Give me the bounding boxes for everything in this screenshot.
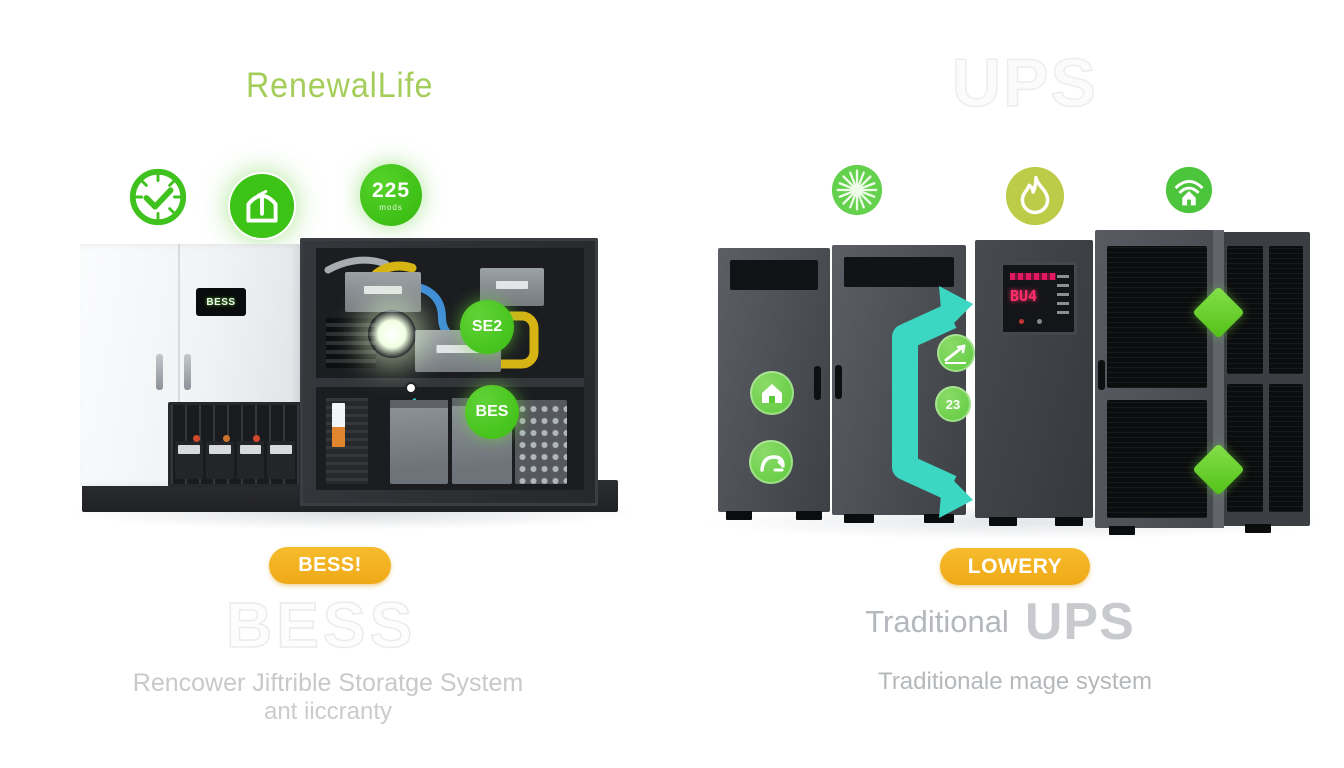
cabinet-door-split <box>178 244 180 486</box>
cabinet-foot <box>1109 526 1135 535</box>
heatsink <box>326 318 376 368</box>
mesh-panel <box>1269 384 1303 512</box>
cabinet-foot <box>924 514 954 523</box>
trend-line-icon <box>937 334 975 372</box>
flame-icon <box>1005 166 1065 226</box>
door-handle <box>184 354 191 390</box>
battery-rack <box>168 402 302 487</box>
left-caption-line2: ant iiccranty <box>263 698 393 725</box>
cabinet-foot <box>844 514 874 523</box>
rack-front-face <box>1095 230 1219 528</box>
traditional-label: Traditional <box>865 604 1009 639</box>
charger-hand-icon <box>749 440 793 484</box>
label-sticker <box>332 403 345 447</box>
ups-machine-illustration: 23 BU4 <box>713 226 1321 538</box>
brand-title: RenewalLife <box>246 66 434 105</box>
mesh-panel <box>1227 384 1263 512</box>
left-caption-line1: Rencower Jiftrible Storatge System <box>132 669 524 697</box>
cabinet-foot <box>1055 517 1083 526</box>
indicator-led <box>1037 319 1042 324</box>
panel-buttons <box>1057 275 1069 315</box>
inverter-box <box>480 268 544 306</box>
ups-watermark-top: UPS <box>951 44 1098 122</box>
bess-watermark: BESS <box>225 588 417 662</box>
ups-cabinet-3: BU4 <box>975 240 1093 526</box>
glow-orb <box>368 310 416 358</box>
battery-terminal <box>193 435 200 442</box>
mesh-panel <box>1269 246 1303 374</box>
house-signal-icon <box>1165 166 1213 214</box>
cabinet-foot <box>1245 524 1271 533</box>
door-handle <box>1098 360 1105 390</box>
top-vent <box>730 260 818 290</box>
right-caption: Traditionale mage system <box>878 668 1152 695</box>
tower-unit <box>390 400 448 484</box>
led-strip <box>1010 273 1056 280</box>
battery-terminal <box>223 435 230 442</box>
bess-display-screen: BESS <box>196 288 246 316</box>
door-handle <box>814 366 821 400</box>
indicator-led <box>1019 319 1024 324</box>
battery-module <box>205 441 234 479</box>
ups-cabinet-1 <box>718 248 830 520</box>
top-vent <box>844 257 954 287</box>
cabinet-foot <box>796 511 822 520</box>
right-title-row: Traditional UPS <box>780 590 1220 654</box>
house-badge-icon <box>750 371 794 415</box>
bess-open-cabinet: SE2 BES <box>300 238 598 506</box>
rack-side-face <box>1219 232 1310 526</box>
house-energy-icon <box>228 172 296 240</box>
capacitor-bank <box>515 400 567 484</box>
mesh-panel <box>1107 400 1207 518</box>
door-handle <box>835 365 842 399</box>
cabinet-foot <box>726 511 752 520</box>
stat-subtext: mods <box>379 202 403 212</box>
battery-row <box>175 441 295 479</box>
door-handle <box>156 354 163 390</box>
lowery-pill-badge: LOWERY <box>940 548 1090 585</box>
se2-badge: SE2 <box>460 300 514 354</box>
bess-pill-badge: BESS! <box>269 547 391 584</box>
inverter-box <box>345 272 421 312</box>
digital-readout: BU4 <box>1010 287 1038 305</box>
clock-check-icon <box>129 168 187 226</box>
server-rack-cabinet <box>1095 230 1310 535</box>
stat-value: 225 <box>371 178 411 202</box>
cabinet-foot <box>989 517 1017 526</box>
mesh-panel <box>1107 246 1207 388</box>
control-panel: BU4 <box>1000 262 1077 335</box>
battery-terminal <box>253 435 260 442</box>
cabinet-interior: SE2 BES <box>316 248 584 490</box>
bess-machine-illustration: BESS <box>78 234 623 534</box>
ups-label: UPS <box>1024 593 1135 651</box>
stat-225-badge: 225 mods <box>360 164 422 226</box>
battery-module <box>175 441 203 479</box>
bes-badge: BES <box>465 385 519 439</box>
rack-corner-bar <box>1213 230 1224 528</box>
edge-value-badge: 23 <box>935 386 971 422</box>
snowflake-icon <box>831 164 883 216</box>
battery-module <box>236 441 265 479</box>
interior-shelf <box>316 378 584 387</box>
battery-module <box>267 441 295 479</box>
teal-cycle-arrow <box>892 286 973 518</box>
